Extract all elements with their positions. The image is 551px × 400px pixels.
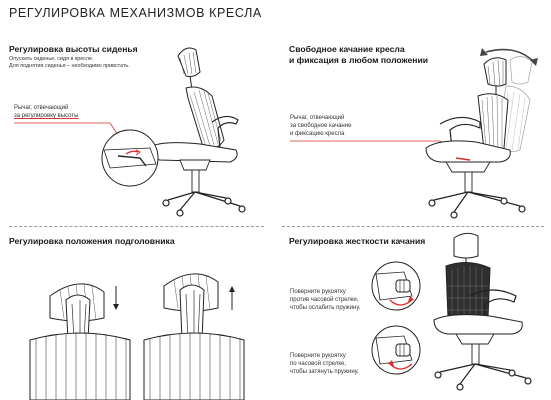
subtitle-line: Для поднятия сиденья – необходимо привст… — [9, 63, 130, 69]
chair-base — [428, 191, 526, 219]
headrest — [177, 47, 201, 91]
backrest — [445, 262, 491, 322]
title-line: и фиксация в любом положении — [289, 55, 429, 65]
tension-knob-zoom-loosen — [371, 261, 421, 311]
arrow-down-icon — [113, 286, 119, 310]
note-line: за свободное качание — [290, 123, 352, 129]
lever-zoom-circle — [101, 129, 159, 187]
chair-base — [162, 191, 246, 217]
horizontal-divider-left — [9, 226, 264, 227]
note-line: против часовой стрелки, — [290, 297, 359, 303]
chair-base — [434, 363, 532, 391]
lever-note: Рычаг, отвечающий за свободное качание и… — [290, 114, 351, 138]
note-line: и фиксацию кресла — [290, 131, 345, 137]
curved-arrow-icon — [480, 48, 538, 66]
armrest — [469, 289, 517, 323]
note-line: чтобы затянуть пружину. — [290, 369, 359, 375]
section-title: Регулировка жесткости качания — [289, 236, 426, 246]
page-title: РЕГУЛИРОВКА МЕХАНИЗМОВ КРЕСЛА — [9, 6, 262, 20]
note-line: Поверните рукоятку — [290, 353, 346, 359]
title-line: Свободное качание кресла — [289, 44, 405, 54]
section-title: Свободное качание кресла и фиксация в лю… — [289, 44, 428, 66]
note-line: по часовой стрелке, — [290, 361, 347, 367]
arrow-up-icon — [229, 286, 235, 310]
horizontal-divider-right — [282, 226, 544, 227]
tension-note-tighten: Поверните рукоятку по часовой стрелке, ч… — [290, 352, 359, 376]
note-line: Поверните рукоятку — [290, 289, 346, 295]
note-line: Рычаг, отвечающий — [14, 105, 69, 111]
gas-lift — [471, 343, 480, 365]
seat — [425, 140, 511, 163]
armrest — [439, 116, 481, 149]
armrest — [211, 115, 239, 149]
mechanism — [455, 333, 495, 345]
subtitle-line: Опускать сиденье, сидя в кресле. — [9, 56, 94, 62]
tension-knob-zoom-tighten — [371, 325, 421, 375]
mechanism — [445, 161, 491, 173]
headrest-raised — [143, 273, 245, 400]
section-subtitle: Опускать сиденье, сидя в кресле. Для под… — [9, 56, 130, 70]
headrest — [483, 57, 507, 96]
tension-note-loosen: Поверните рукоятку против часовой стрелк… — [290, 288, 360, 312]
mechanism — [179, 159, 211, 171]
section-title: Регулировка высоты сиденья — [9, 44, 138, 54]
seat — [433, 314, 523, 335]
note-line: за регулировку высоты — [14, 113, 79, 119]
section-title: Регулировка положения подголовника — [9, 236, 175, 246]
swing-lever — [455, 157, 471, 161]
lever-note: Рычаг, отвечающий за регулировку высоты — [14, 104, 78, 120]
headrest — [453, 232, 479, 266]
note-line: Рычаг, отвечающий — [290, 115, 345, 121]
headrest-lowered — [29, 283, 131, 400]
note-line: чтобы ослабить пружину. — [290, 305, 361, 311]
